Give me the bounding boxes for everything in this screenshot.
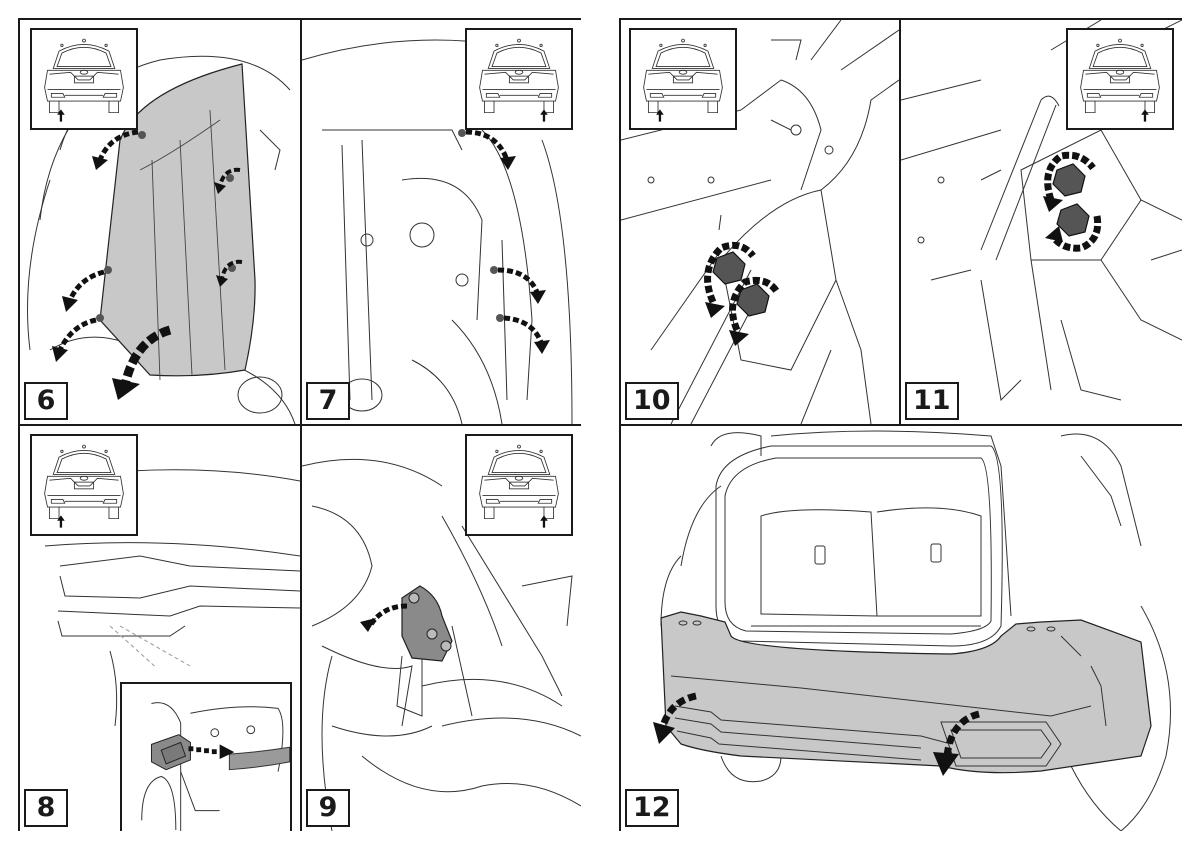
step-panel-8: 8 [20, 426, 300, 831]
step-panel-12: 12 [621, 426, 1182, 831]
wheel-arch-liner-highlight [99, 63, 256, 377]
step-panel-11: 11 [901, 20, 1182, 424]
removal-arrows [704, 241, 780, 332]
vehicle-location-inset [30, 434, 138, 536]
step-panel-6: 6 [20, 20, 300, 424]
step-number: 7 [306, 382, 350, 420]
vehicle-location-inset [465, 434, 573, 536]
step-panel-10: 10 [621, 20, 899, 424]
nut-icon [1052, 163, 1090, 237]
step-number: 9 [306, 789, 350, 827]
step-panel-7: 7 [302, 20, 581, 424]
step-number: 8 [24, 789, 68, 827]
step-number: 11 [905, 382, 959, 420]
bumper-cover-highlight [660, 611, 1152, 774]
step-number: 6 [24, 382, 68, 420]
step-6-illustration [27, 55, 296, 424]
vehicle-location-inset [1066, 28, 1174, 130]
vehicle-location-inset [465, 28, 573, 130]
step-7-illustration [302, 39, 573, 424]
instruction-sheet-right: 10 [619, 18, 1182, 831]
panel-divider [621, 424, 1182, 426]
connector-detail-view [120, 682, 292, 831]
removal-arrows [57, 129, 243, 387]
step-number: 12 [625, 789, 679, 827]
removal-arrows [659, 692, 981, 757]
panel-divider [20, 424, 581, 426]
vehicle-rear-view-icon [32, 30, 136, 122]
nut-icon [712, 251, 770, 317]
vehicle-rear-view-icon [631, 30, 735, 122]
bracket-highlight [401, 585, 453, 662]
step-number: 10 [625, 382, 679, 420]
vehicle-location-inset [30, 28, 138, 130]
step-12-illustration [653, 430, 1171, 831]
step-panel-9: 9 [302, 426, 581, 831]
step-10-illustration [621, 20, 899, 424]
instruction-sheet-left: 6 7 [18, 18, 581, 831]
vehicle-rear-view-icon [1068, 30, 1172, 122]
vehicle-location-inset [629, 28, 737, 130]
vehicle-rear-view-icon [467, 436, 571, 528]
panel-divider [899, 20, 901, 424]
step-9-illustration [302, 458, 581, 831]
vehicle-rear-view-icon [32, 436, 136, 528]
vehicle-rear-view-icon [467, 30, 571, 122]
